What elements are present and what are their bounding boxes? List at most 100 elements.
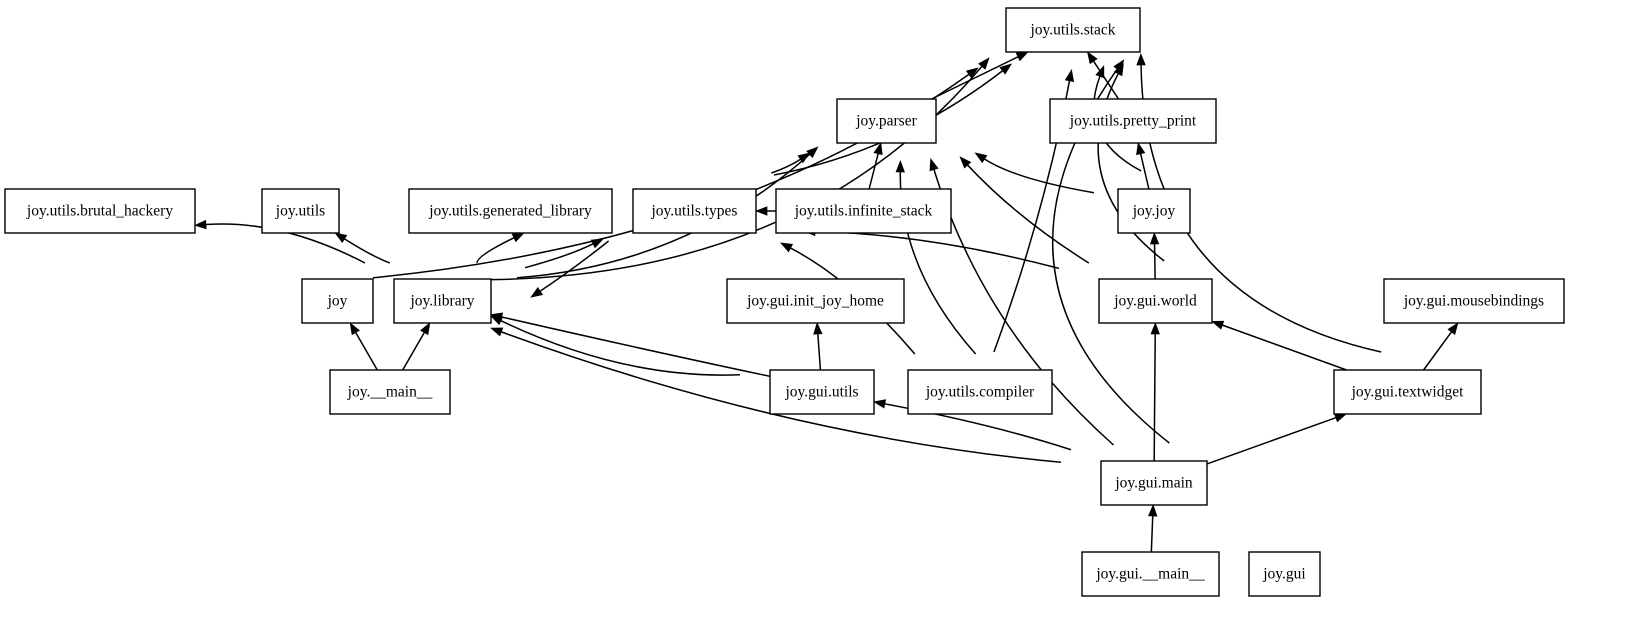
node-label: joy.library xyxy=(410,293,475,310)
graph-edge xyxy=(1092,60,1120,100)
graph-node-gui[interactable]: joy.gui xyxy=(1248,551,1321,597)
graph-node-gui_main[interactable]: joy.gui.main xyxy=(1100,460,1208,506)
node-box[interactable] xyxy=(1333,369,1482,415)
node-layer: joy.utils.stack joy.parser joy.utils.prett… xyxy=(4,7,1565,597)
graph-node-parser[interactable]: joy.parser xyxy=(836,98,937,144)
graph-node-generated_library[interactable]: joy.utils.generated_library xyxy=(408,188,613,234)
node-label: joy.gui.mousebindings xyxy=(1403,293,1544,310)
node-box[interactable] xyxy=(769,369,875,415)
graph-node-infinite_stack[interactable]: joy.utils.infinite_stack xyxy=(775,188,952,234)
edge-arrowhead xyxy=(978,57,990,70)
node-box[interactable] xyxy=(907,369,1053,415)
graph-node-compiler[interactable]: joy.utils.compiler xyxy=(907,369,1053,415)
node-label: joy.gui.utils xyxy=(784,384,858,401)
graph-node-textwidget[interactable]: joy.gui.textwidget xyxy=(1333,369,1482,415)
graph-node-world[interactable]: joy.gui.world xyxy=(1098,278,1213,324)
graph-node-joy[interactable]: joy xyxy=(301,278,374,324)
node-box[interactable] xyxy=(329,369,451,415)
edge-arrowhead xyxy=(590,238,604,249)
node-label: joy.gui.init_joy_home xyxy=(746,293,884,310)
edge-arrowhead xyxy=(813,322,823,335)
graph-node-library[interactable]: joy.library xyxy=(393,278,492,324)
node-label: joy.joy xyxy=(1132,203,1176,220)
edge-arrowhead xyxy=(1447,322,1459,335)
edge-arrowhead xyxy=(1136,142,1146,156)
node-box[interactable] xyxy=(4,188,196,234)
node-box[interactable] xyxy=(1117,188,1191,234)
node-label: joy xyxy=(327,293,348,310)
node-box[interactable] xyxy=(1100,460,1208,506)
node-label: joy.gui.world xyxy=(1113,293,1197,310)
graph-node-gui__main__[interactable]: joy.gui.__main__ xyxy=(1081,551,1220,597)
node-box[interactable] xyxy=(261,188,340,234)
graph-edge xyxy=(355,332,378,371)
edge-arrowhead xyxy=(1211,320,1225,330)
graph-node-utils[interactable]: joy.utils xyxy=(261,188,340,234)
node-box[interactable] xyxy=(301,278,374,324)
edge-arrowhead xyxy=(959,156,972,169)
graph-edge xyxy=(967,164,1090,264)
node-label: joy.gui.__main__ xyxy=(1095,566,1205,583)
node-box[interactable] xyxy=(632,188,757,234)
graph-node-brutal_hackery[interactable]: joy.utils.brutal_hackery xyxy=(4,188,196,234)
node-box[interactable] xyxy=(1005,7,1141,53)
edge-arrowhead xyxy=(1015,51,1029,62)
edge-arrowhead xyxy=(797,152,811,164)
node-label: joy.utils.stack xyxy=(1029,22,1115,39)
edge-arrowhead xyxy=(755,206,768,216)
edge-arrowhead xyxy=(530,286,544,298)
graph-node-joyjoy[interactable]: joy.joy xyxy=(1117,188,1191,234)
node-box[interactable] xyxy=(1248,551,1321,597)
graph-node-mousebindings[interactable]: joy.gui.mousebindings xyxy=(1383,278,1565,324)
node-label: joy.parser xyxy=(855,113,917,130)
graph-edge xyxy=(1422,331,1453,371)
node-box[interactable] xyxy=(408,188,613,234)
graph-edge xyxy=(539,240,610,292)
graph-edge xyxy=(868,153,879,190)
node-label: joy.__main__ xyxy=(347,384,433,401)
graph-edge xyxy=(931,56,1019,100)
node-label: joy.utils xyxy=(275,203,325,220)
graph-edge xyxy=(1206,417,1337,465)
edge-arrowhead xyxy=(1064,69,1075,83)
graph-node-main[interactable]: joy.__main__ xyxy=(329,369,451,415)
graph-node-pretty_print[interactable]: joy.utils.pretty_print xyxy=(1049,98,1217,144)
graph-edge xyxy=(524,243,594,269)
graph-node-stack[interactable]: joy.utils.stack xyxy=(1005,7,1141,53)
edge-arrowhead xyxy=(1150,322,1160,335)
node-label: joy.utils.infinite_stack xyxy=(794,203,933,220)
node-box[interactable] xyxy=(393,278,492,324)
graph-edge xyxy=(817,333,822,371)
graph-edge xyxy=(1222,324,1347,371)
node-box[interactable] xyxy=(836,98,937,144)
graph-node-gui_utils[interactable]: joy.gui.utils xyxy=(769,369,875,415)
edge-arrowhead xyxy=(490,327,504,337)
node-label: joy.utils.pretty_print xyxy=(1069,113,1197,130)
graph-edge xyxy=(344,238,391,264)
node-box[interactable] xyxy=(1098,278,1213,324)
node-box[interactable] xyxy=(1081,551,1220,597)
edge-arrowhead xyxy=(1149,232,1160,245)
node-box[interactable] xyxy=(1049,98,1217,144)
graph-node-init_joy_home[interactable]: joy.gui.init_joy_home xyxy=(726,278,905,324)
node-label: joy.utils.types xyxy=(651,203,738,220)
edge-arrowhead xyxy=(779,242,794,253)
graph-edge xyxy=(1150,515,1154,553)
graph-edge xyxy=(501,331,1062,464)
graph-edge xyxy=(814,230,1060,270)
edge-arrowhead xyxy=(965,67,979,79)
node-label: joy.gui.main xyxy=(1114,475,1193,492)
node-box[interactable] xyxy=(1383,278,1565,324)
node-label: joy.gui xyxy=(1262,566,1306,583)
edge-arrowhead xyxy=(194,219,207,230)
graph-node-types[interactable]: joy.utils.types xyxy=(632,188,757,234)
node-box[interactable] xyxy=(775,188,952,234)
edge-arrowhead xyxy=(1148,504,1158,517)
graph-edge xyxy=(500,320,741,376)
graph-edge xyxy=(402,332,425,371)
edge-arrowhead xyxy=(1086,51,1098,65)
edge-arrowhead xyxy=(873,399,887,409)
node-box[interactable] xyxy=(726,278,905,324)
